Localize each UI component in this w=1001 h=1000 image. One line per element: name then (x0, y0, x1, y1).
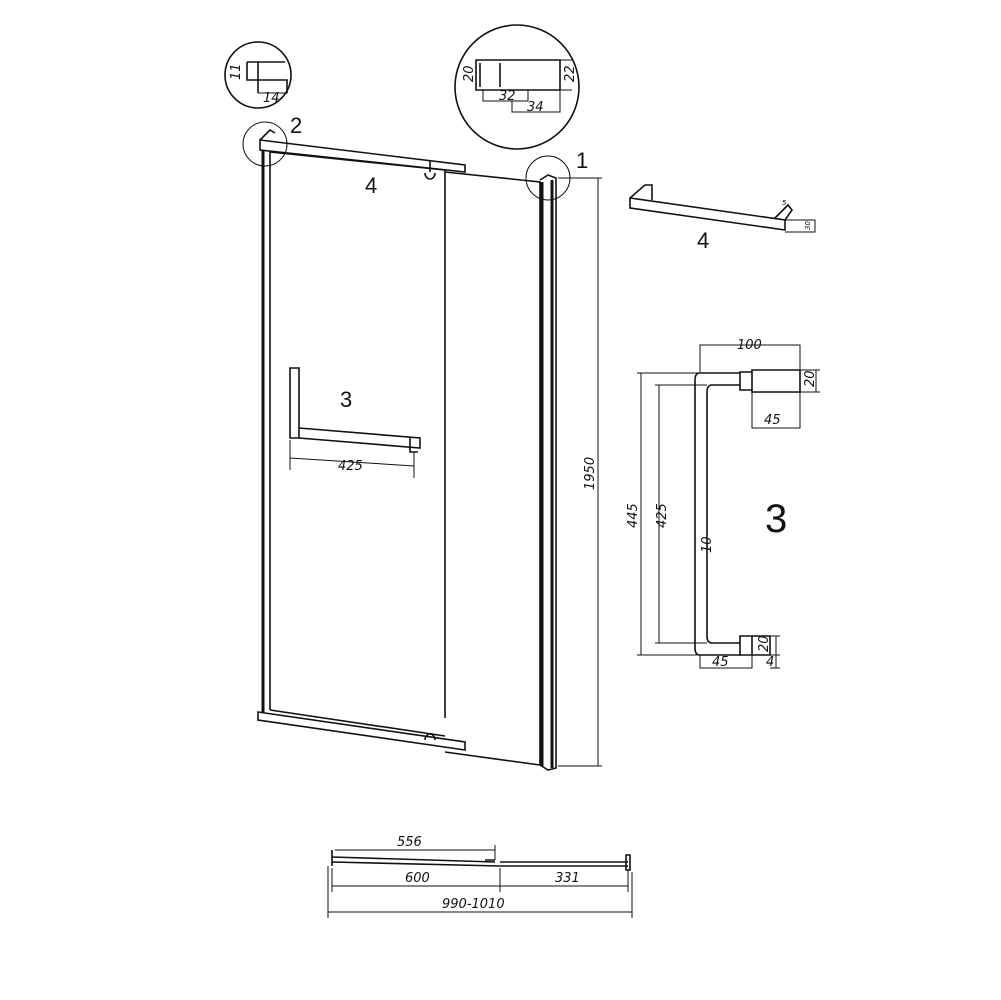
detail-2-profile: 11 14 (224, 41, 292, 109)
plan-fixed-width-dim: 331 (555, 871, 580, 886)
handle-outer-length: 445 (626, 503, 641, 528)
handle-width-dim: 100 (737, 338, 762, 353)
door-bar-label: 4 (365, 173, 377, 198)
detail-1-profile: 20 22 32 34 (454, 24, 580, 150)
door-handle-length: 425 (338, 459, 363, 474)
detail-2-dim-height: 11 (229, 63, 244, 80)
handle-3-detail: 100 20 45 445 425 10 20 45 4 3 (626, 338, 820, 670)
detail-1-callout: 1 (576, 148, 588, 173)
handle-inner-length: 425 (655, 503, 670, 528)
plan-door-width-dim: 600 (405, 871, 430, 886)
handle-mount-depth-top: 45 (764, 413, 781, 428)
detail-1-dim-left: 20 (462, 65, 477, 82)
plan-total-width-dim: 990-1010 (442, 897, 505, 912)
bar-4-label: 4 (697, 228, 709, 253)
bar-4-dim-small-b: 30 (804, 221, 812, 230)
handle-mount-depth-bottom: 45 (712, 655, 729, 670)
handle-3-label: 3 (765, 497, 787, 541)
detail-1-dim-outer: 34 (527, 100, 544, 115)
bar-4-dim-small-a: 5 (782, 199, 787, 207)
detail-2-callout: 2 (290, 113, 302, 138)
detail-1-dim-right: 22 (563, 65, 578, 82)
plan-opening-dim: 556 (397, 835, 422, 850)
bar-4-detail: 5 30 4 (629, 184, 816, 253)
handle-mount-height-bottom: 20 (757, 635, 772, 652)
handle-tube-dim: 10 (700, 536, 715, 553)
door-handle-label: 3 (340, 387, 352, 412)
detail-2-dim-width: 14 (263, 91, 280, 106)
plan-view: 556 600 331 990-1010 (327, 835, 633, 918)
detail-1-dim-inner: 32 (499, 89, 516, 104)
door-assembly: 2 1 4 3 425 1950 (242, 113, 602, 771)
door-height-dim: 1950 (583, 457, 598, 490)
handle-mount-height-top: 20 (803, 370, 818, 387)
handle-gap-dim: 4 (766, 655, 774, 670)
